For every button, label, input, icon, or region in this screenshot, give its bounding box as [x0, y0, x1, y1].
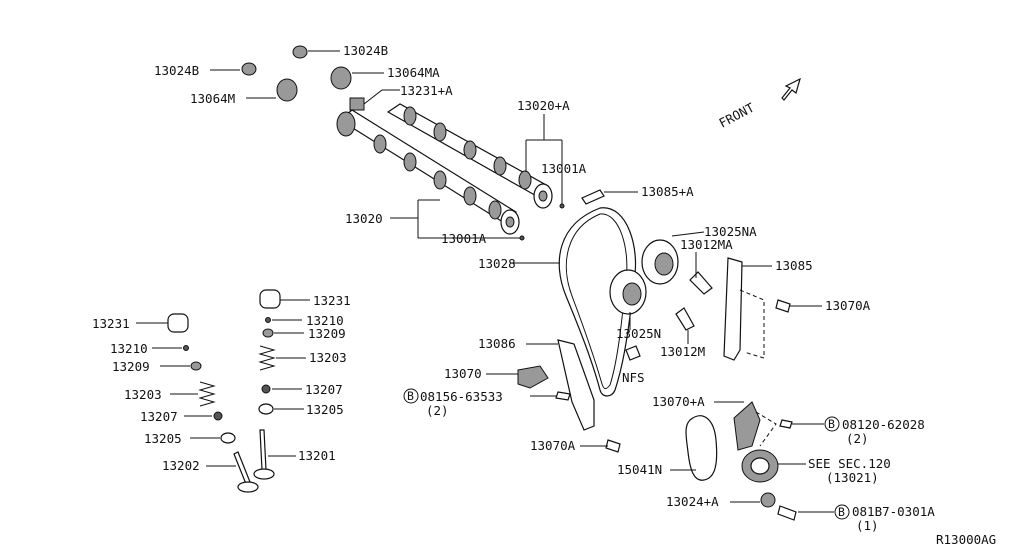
label-13064m: 13064M — [190, 91, 235, 106]
label-13231-right: 13231 — [313, 293, 351, 308]
bolt-13012ma: 13012MA — [680, 237, 733, 295]
label-08156-qty: (2) — [426, 403, 449, 418]
part-13064m: 13064M — [190, 78, 298, 106]
bolt-marker-icon-3 — [834, 504, 850, 520]
label-13203-right: 13203 — [309, 350, 347, 365]
label-13001a-top: 13001A — [541, 161, 587, 176]
label-13025na: 13025NA — [704, 224, 757, 239]
callout-13020: 13020 13001A — [345, 199, 525, 246]
label-13070a-right: 13070A — [825, 298, 871, 313]
part-13024-plus-a: 13024+A — [666, 492, 776, 509]
bolt-13070a-right: 13070A — [775, 298, 871, 313]
label-13202: 13202 — [162, 458, 200, 473]
bolt-13070a-bottom: 13070A — [530, 438, 621, 453]
label-13205-right: 13205 — [306, 402, 344, 417]
part-13024b-left: 13024B — [154, 62, 257, 78]
label-13024-plus-a: 13024+A — [666, 494, 719, 509]
part-13231-plus-a: 13231+A — [349, 83, 453, 111]
label-13210-right: 13210 — [306, 313, 344, 328]
label-08156-63533: 08156-63533 — [420, 389, 503, 404]
bolt-marker: B — [407, 389, 414, 403]
part-nfs: NFS — [622, 345, 645, 385]
chain-15041n: 15041N — [617, 415, 718, 481]
label-13205-left: 13205 — [144, 431, 182, 446]
label-13085: 13085 — [775, 258, 813, 273]
label-08120-62028: 08120-62028 — [842, 417, 925, 432]
label-08120-qty: (2) — [846, 431, 869, 446]
sprocket-13025na: 13025NA — [641, 224, 757, 285]
label-13024b-left: 13024B — [154, 63, 199, 78]
label-13209-left: 13209 — [112, 359, 150, 374]
label-13086: 13086 — [478, 336, 516, 351]
label-see-sec-ref: (13021) — [826, 470, 879, 485]
label-13201: 13201 — [298, 448, 336, 463]
bolt-08156-63533: B 08156-63533 (2) — [403, 388, 571, 418]
label-13231-left: 13231 — [92, 316, 130, 331]
valve-train-left: 13231 13210 13209 13203 13207 13205 1320… — [92, 313, 259, 493]
bolt-marker-3: B — [838, 505, 845, 519]
label-13070: 13070 — [444, 366, 482, 381]
label-13001a-bottom: 13001A — [441, 231, 487, 246]
label-13028: 13028 — [478, 256, 516, 271]
bolt-marker-icon-2 — [824, 416, 840, 432]
label-13025n: 13025N — [616, 326, 661, 341]
part-13024b-top: 13024B — [292, 43, 388, 59]
bolt-marker-icon — [403, 388, 419, 404]
guide-13086: 13086 — [478, 336, 595, 431]
label-13070-plus-a: 13070+A — [652, 394, 705, 409]
part-13064ma: 13064MA — [330, 65, 440, 90]
camshaft-exhaust — [386, 103, 553, 209]
label-nfs: NFS — [622, 370, 645, 385]
label-13012ma: 13012MA — [680, 237, 733, 252]
bolt-marker-2: B — [828, 417, 835, 431]
bolt-13012m: 13012M — [660, 307, 705, 359]
callout-13020-plus-a: 13020+A 13001A — [517, 98, 587, 209]
label-13024b-top: 13024B — [343, 43, 388, 58]
guide-13085: 13085 — [723, 257, 813, 361]
label-13064ma: 13064MA — [387, 65, 440, 80]
tensioner-13070-plus-a: 13070+A — [652, 394, 777, 451]
label-13231-plus-a: 13231+A — [400, 83, 453, 98]
label-13070a-bottom: 13070A — [530, 438, 576, 453]
bolt-081b7-0301a: B 081B7-0301A (1) — [777, 504, 935, 533]
label-13207-right: 13207 — [305, 382, 343, 397]
label-13020: 13020 — [345, 211, 383, 226]
label-13203-left: 13203 — [124, 387, 162, 402]
label-13209-right: 13209 — [308, 326, 346, 341]
front-label: FRONT — [716, 100, 757, 131]
front-arrow: FRONT — [716, 77, 801, 131]
tensioner-13070: 13070 — [444, 365, 549, 389]
part-13085-plus-a: 13085+A — [581, 184, 694, 205]
label-081b7-qty: (1) — [856, 518, 879, 533]
sprocket-13021: SEE SEC.120 (13021) — [741, 449, 891, 485]
label-see-sec-120: SEE SEC.120 — [808, 456, 891, 471]
label-13020-plus-a: 13020+A — [517, 98, 570, 113]
valve-train-right: 13231 13210 13209 13203 13207 13205 1320… — [253, 289, 351, 480]
label-15041n: 15041N — [617, 462, 662, 477]
front-arrow-icon — [781, 77, 801, 101]
diagram-code: R13000AG — [936, 532, 996, 547]
label-13210-left: 13210 — [110, 341, 148, 356]
bolt-08120-62028: B 08120-62028 (2) — [779, 416, 925, 446]
label-13085-plus-a: 13085+A — [641, 184, 694, 199]
label-13207-left: 13207 — [140, 409, 178, 424]
label-13012m: 13012M — [660, 344, 705, 359]
camshaft-intake — [336, 109, 520, 235]
label-081b7-0301a: 081B7-0301A — [852, 504, 935, 519]
sprocket-13025n: 13025N — [609, 269, 661, 341]
